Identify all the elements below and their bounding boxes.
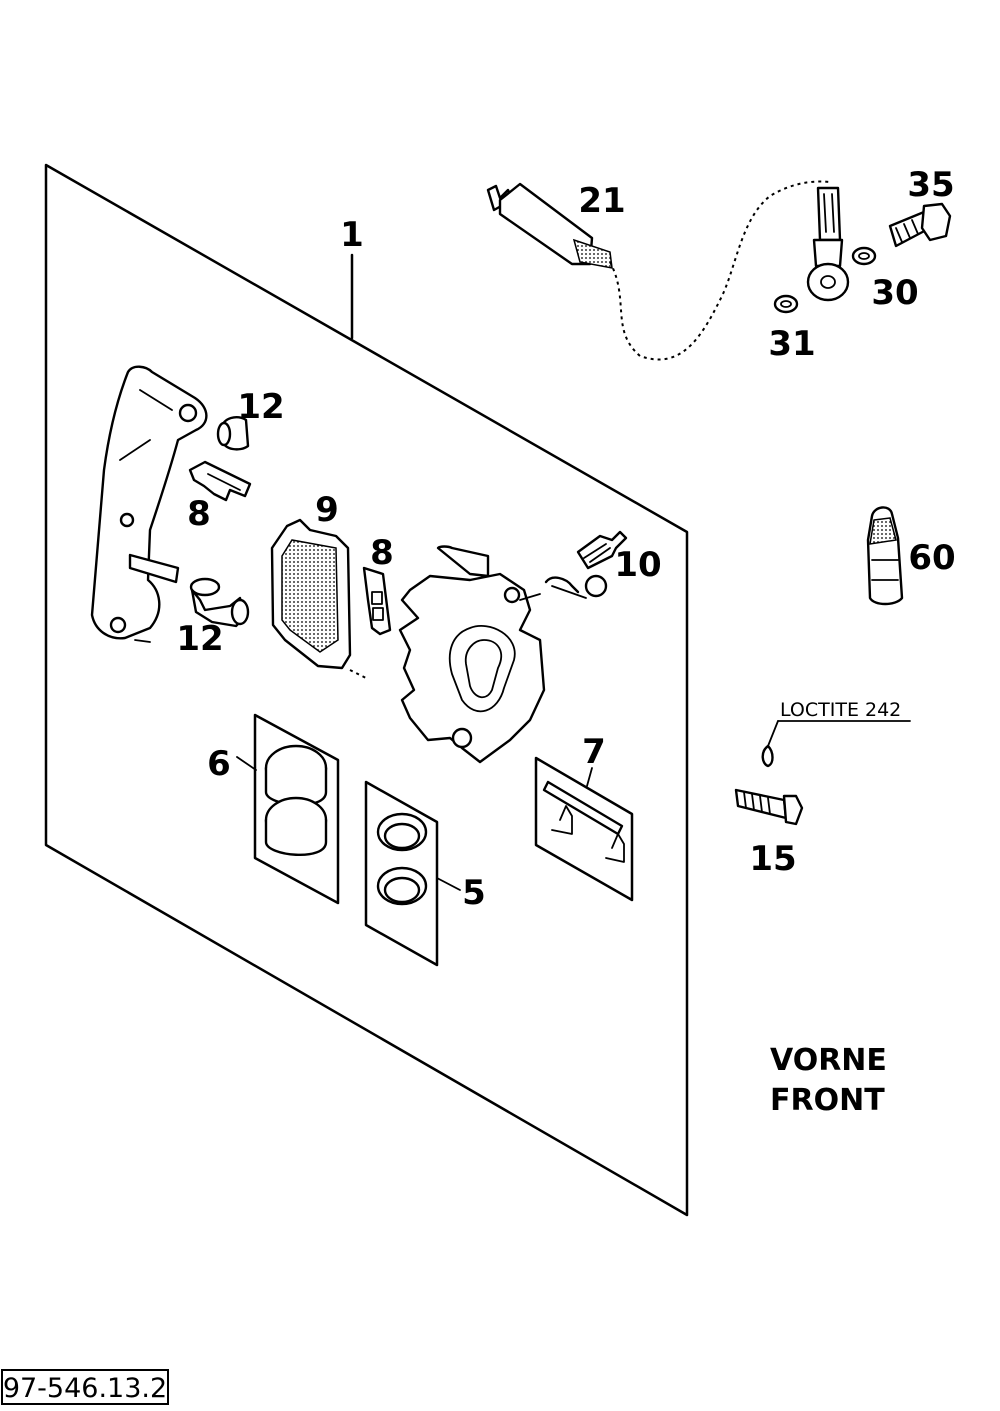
pad-spring-8: [362, 566, 392, 636]
callout-12-top: 12: [237, 387, 284, 427]
caliper-body: [398, 545, 546, 764]
callout-7: 7: [582, 732, 606, 772]
brake-line-21: [486, 180, 850, 361]
view-label-vorne: VORNE: [770, 1043, 887, 1078]
callout-leaders: [236, 756, 593, 891]
kit-panel: [44, 163, 689, 1217]
loctite-bottle-60: [866, 506, 904, 606]
screw-15: [734, 788, 804, 826]
bushing-12-top: [216, 416, 250, 451]
brake-pads-9: [270, 518, 367, 679]
callout-12-bottom: 12: [176, 619, 223, 659]
drawing-ref: 97-546.13.2: [3, 1373, 167, 1404]
loctite-note: LOCTITE 242: [780, 699, 901, 721]
callout-21: 21: [578, 181, 625, 221]
guide-pin-12: [189, 577, 250, 628]
callout-15: 15: [749, 839, 796, 879]
callout-6: 6: [207, 744, 231, 784]
callout-35: 35: [907, 165, 954, 205]
view-label-front: FRONT: [770, 1083, 885, 1118]
callout-10: 10: [614, 545, 661, 585]
drawing-ref-box: [1, 1369, 169, 1405]
callout-60: 60: [908, 538, 955, 578]
callout-9: 9: [315, 490, 339, 530]
washer-30: [851, 246, 877, 266]
caliper-bracket: [90, 365, 208, 643]
banjo-bolt-35: [888, 202, 952, 248]
loctite-leader: [761, 720, 911, 768]
washer-31: [773, 294, 799, 314]
bleed-valve-10: [544, 530, 628, 599]
callout-5: 5: [462, 873, 486, 913]
callout-1: 1: [340, 215, 364, 255]
callout-31: 31: [768, 324, 815, 364]
callout-30: 30: [871, 273, 918, 313]
callout-8-left: 8: [187, 494, 211, 534]
callout-8-right: 8: [370, 533, 394, 573]
clip-8-top: [188, 460, 252, 502]
pin-kit-7: [534, 756, 634, 902]
seal-kit-5: [364, 780, 439, 967]
piston-kit-6: [253, 713, 340, 905]
